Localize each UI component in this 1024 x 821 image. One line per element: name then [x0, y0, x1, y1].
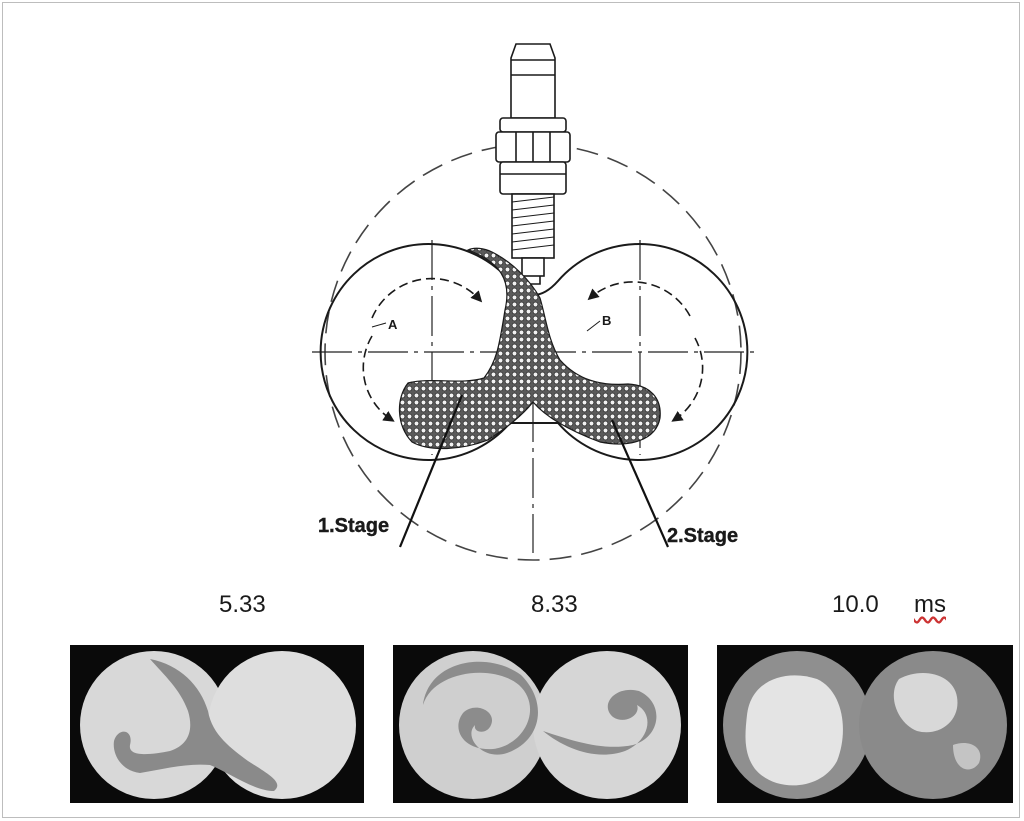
- vortex-b-label: B: [602, 313, 611, 328]
- time-unit-label: ms: [914, 591, 946, 619]
- vortex-a-arrow-lower: [363, 336, 392, 420]
- vortex-b-arrow-lower: [674, 338, 703, 420]
- snapshot-time-3: 10.0: [832, 591, 879, 619]
- snapshot-image-2: [393, 645, 688, 803]
- vortex-b-leader: [587, 321, 600, 331]
- vortex-a-leader: [372, 323, 386, 327]
- flame-propagation-region: [399, 248, 660, 448]
- stage-1-label: 1.Stage: [318, 515, 389, 537]
- vortex-a-label: A: [388, 317, 398, 332]
- snapshot-image-3: [717, 645, 1013, 803]
- vortex-a-arrow-upper: [372, 279, 480, 318]
- snapshot-time-1: 5.33: [219, 591, 266, 619]
- snapshot-time-2: 8.33: [531, 591, 578, 619]
- spark-plug: [496, 44, 570, 284]
- stage-2-label: 2.Stage: [667, 525, 738, 547]
- snapshot-image-1: [70, 645, 364, 803]
